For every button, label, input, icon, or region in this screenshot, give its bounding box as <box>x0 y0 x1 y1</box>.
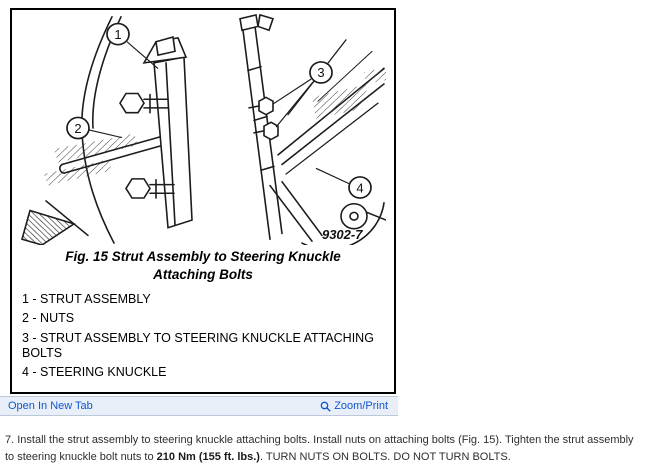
figure-caption: Fig. 15 Strut Assembly to Steering Knuck… <box>16 248 390 283</box>
strut-diagram: 1 2 3 4 9302-7 <box>21 13 386 245</box>
legend-item: 4 - STEERING KNUCKLE <box>22 365 167 380</box>
svg-text:4: 4 <box>356 181 363 196</box>
instruction-text-after: . TURN NUTS ON BOLTS. DO NOT TURN BOLTS. <box>259 450 511 463</box>
diagram-linework <box>21 13 386 245</box>
callout-leader-lines <box>88 41 350 185</box>
caption-line-1: Fig. 15 Strut Assembly to Steering Knuck… <box>65 249 341 264</box>
caption-line-2: Attaching Bolts <box>153 266 253 282</box>
figure-legend: 1 - STRUT ASSEMBLY 2 - NUTS 3 - STRUT AS… <box>16 292 390 380</box>
svg-text:2: 2 <box>74 121 81 136</box>
legend-item: 2 - NUTS <box>22 311 75 326</box>
callout-3: 3 <box>309 61 333 84</box>
svg-text:1: 1 <box>114 27 121 42</box>
instruction-text: 7. Install the strut assembly to steerin… <box>5 434 634 463</box>
step-instruction: 7. Install the strut assembly to steerin… <box>5 432 644 465</box>
callout-1: 1 <box>106 22 130 46</box>
legend-item: 1 - STRUT ASSEMBLY <box>22 292 151 307</box>
zoom-print-link[interactable]: Zoom/Print <box>320 400 388 412</box>
zoom-print-label: Zoom/Print <box>334 400 388 413</box>
open-in-new-tab-link[interactable]: Open In New Tab <box>8 400 93 412</box>
svg-text:3: 3 <box>317 65 324 80</box>
callout-4: 4 <box>348 176 372 199</box>
page: 1 2 3 4 9302-7 Fig. 15 Strut Assembly to… <box>0 8 650 465</box>
open-in-new-tab-label: Open In New Tab <box>8 400 93 413</box>
viewer-toolbar: Open In New Tab Zoom/Print <box>0 396 398 417</box>
figure-viewer: 1 2 3 4 9302-7 Fig. 15 Strut Assembly to… <box>0 8 398 417</box>
torque-value: 210 Nm (155 ft. lbs.) <box>156 450 260 463</box>
callout-2: 2 <box>66 116 90 140</box>
magnifier-icon <box>320 401 331 412</box>
figure-frame: 1 2 3 4 9302-7 Fig. 15 Strut Assembly to… <box>10 8 396 395</box>
legend-item: 3 - STRUT ASSEMBLY TO STEERING KNUCKLE A… <box>22 330 374 360</box>
figure-ref-number: 9302-7 <box>322 228 363 243</box>
